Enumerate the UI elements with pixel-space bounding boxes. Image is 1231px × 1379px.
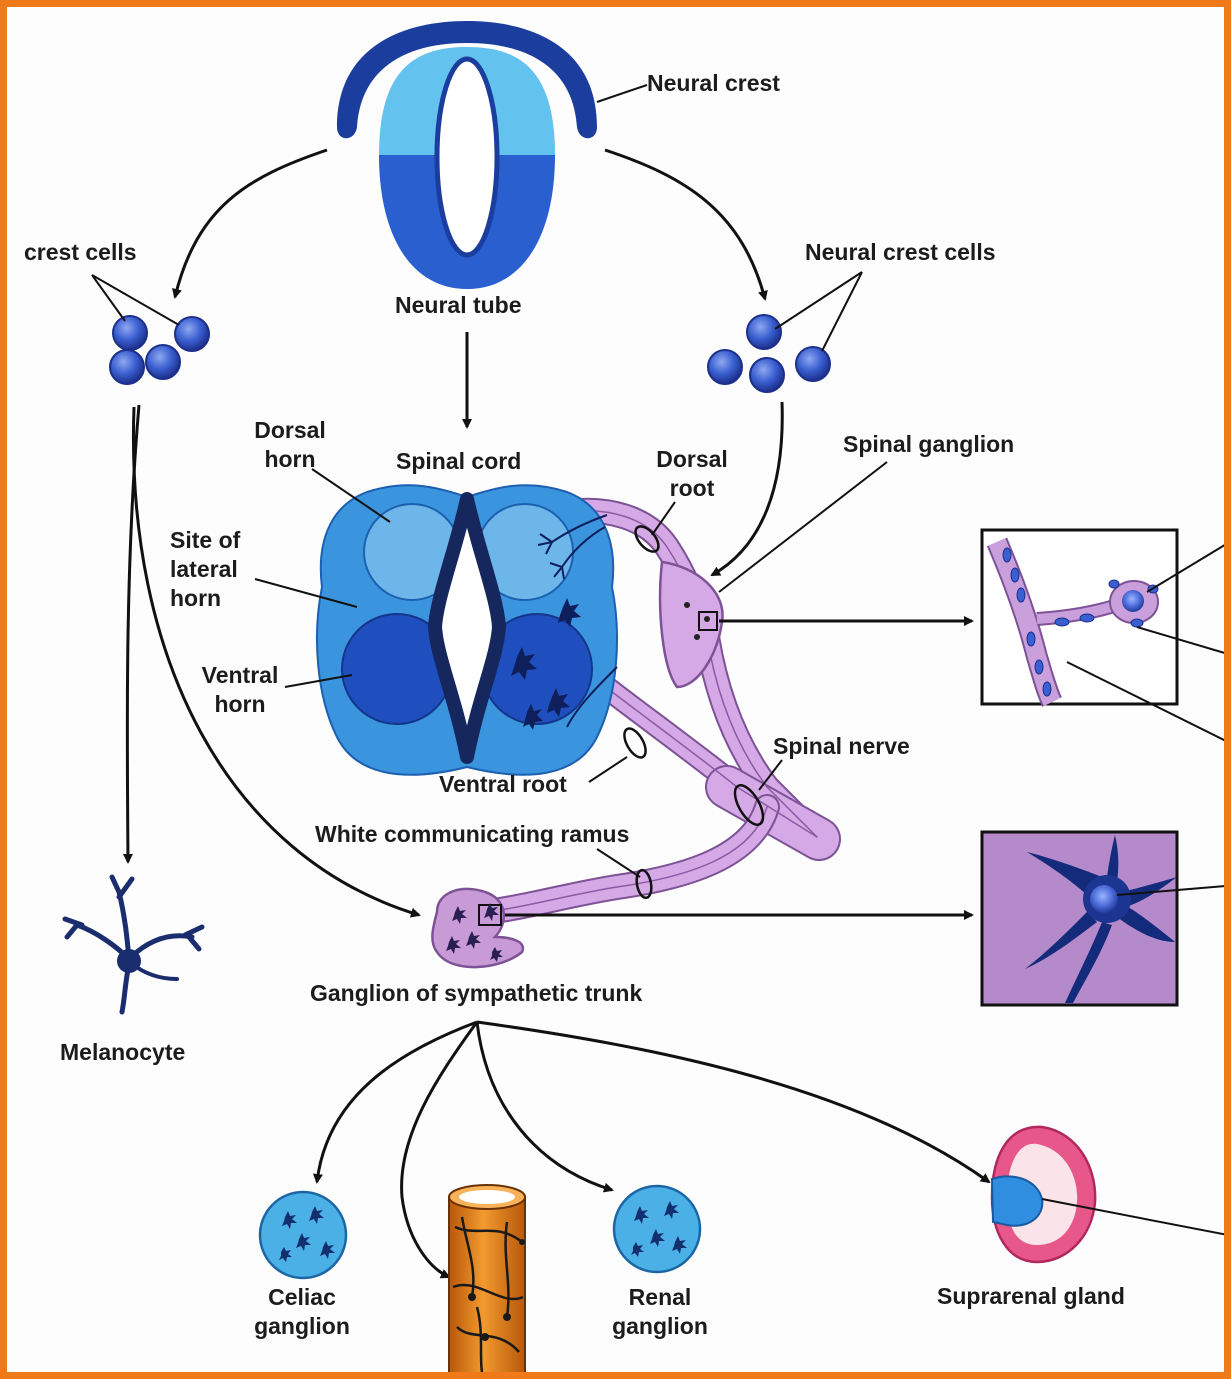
renal-ganglion: [614, 1186, 700, 1272]
crest-cell: [146, 345, 180, 379]
inset-spinal-ganglion-cell: [982, 530, 1177, 704]
suprarenal-gland: [992, 1127, 1095, 1262]
spinal-nerve-label: Spinal nerve: [773, 732, 910, 761]
melanocyte: [65, 877, 202, 1012]
crest-cells-right-leader: [775, 272, 862, 329]
arrow-tube-to-right-cells: [605, 150, 765, 299]
spinal-cord-label: Spinal cord: [396, 447, 521, 476]
lateral-horn-label-line: Site of: [170, 526, 240, 555]
inset-sympathetic-neuron: [982, 832, 1177, 1005]
neural-crest-cells-label: Neural crest cells: [805, 238, 996, 267]
renal-ganglion-label-line: ganglion: [612, 1312, 708, 1341]
celiac-ganglion: [260, 1192, 346, 1278]
neural-crest-leader: [597, 85, 647, 102]
crest-cells-label: crest cells: [24, 238, 137, 267]
celiac-ganglion-label-line: ganglion: [254, 1312, 350, 1341]
ganglion-of-sympathetic-trunk-label: Ganglion of sympathetic trunk: [310, 979, 642, 1008]
dorsal-root-label-line: Dorsal: [656, 445, 728, 474]
renal-ganglion-label: Renal ganglion: [612, 1283, 708, 1341]
ventral-horn-label: Ventral horn: [202, 661, 279, 719]
crest-cells-right-cluster: [708, 315, 830, 392]
spinal-ganglion-label: Spinal ganglion: [843, 430, 1014, 459]
melanocyte-label: Melanocyte: [60, 1038, 185, 1067]
neural-tube: [379, 47, 555, 289]
arrow-tube-to-left-cells: [175, 150, 327, 297]
lateral-horn-label-line: lateral: [170, 555, 240, 584]
aorta-vessel: [449, 1185, 525, 1379]
crest-cell: [747, 315, 781, 349]
white-communicating-ramus-label: White communicating ramus: [315, 820, 629, 849]
ventral-root-label: Ventral root: [439, 770, 567, 799]
neural-crest-diagram: [7, 7, 1231, 1379]
neural-tube-label: Neural tube: [395, 291, 522, 320]
crest-cell: [796, 347, 830, 381]
crest-cells-left-cluster: [110, 316, 209, 384]
ventral-horn-label-line: horn: [202, 690, 279, 719]
neural-crest-label: Neural crest: [647, 69, 780, 98]
dorsal-horn-label: Dorsal horn: [254, 416, 326, 474]
crest-cell: [113, 316, 147, 350]
lateral-horn-label-line: horn: [170, 584, 240, 613]
spinal-cord: [317, 485, 617, 775]
crest-cells-leader: [92, 275, 125, 321]
crest-cell: [175, 317, 209, 351]
dorsal-horn-label-line: Dorsal: [254, 416, 326, 445]
crest-cell: [708, 350, 742, 384]
crest-cells-right-leader: [822, 272, 862, 351]
crest-cell: [750, 358, 784, 392]
celiac-ganglion-label-line: Celiac: [254, 1283, 350, 1312]
renal-ganglion-label-line: Renal: [612, 1283, 708, 1312]
site-of-lateral-horn-label: Site of lateral horn: [170, 526, 240, 613]
dorsal-horn-label-line: horn: [254, 445, 326, 474]
dorsal-root-label-line: root: [656, 474, 728, 503]
suprarenal-gland-label: Suprarenal gland: [937, 1282, 1125, 1311]
dorsal-root-label: Dorsal root: [656, 445, 728, 503]
celiac-ganglion-label: Celiac ganglion: [254, 1283, 350, 1341]
ventral-horn-label-line: Ventral: [202, 661, 279, 690]
crest-cell: [110, 350, 144, 384]
